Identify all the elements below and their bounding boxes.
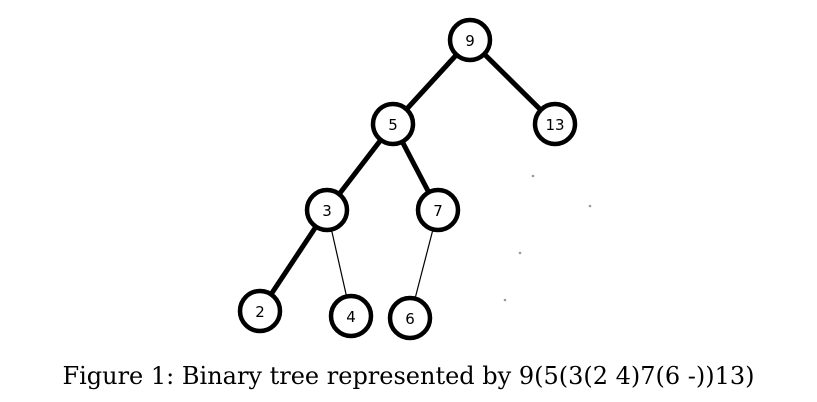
- tree-node: 2: [237, 288, 283, 334]
- tree-nodes: 9 5 13 3 7 2 4 6: [237, 17, 578, 341]
- node-label: 9: [465, 32, 475, 50]
- tree-edges: [257, 37, 558, 319]
- node-circle: [532, 101, 578, 147]
- figure-caption: Figure 1: Binary tree represented by 9(5…: [62, 362, 755, 390]
- tree-node: 13: [532, 101, 578, 147]
- node-circle: [415, 187, 461, 233]
- tree-node: 9: [447, 17, 493, 63]
- node-label: 2: [255, 303, 265, 321]
- node-circle: [304, 187, 350, 233]
- node-circle: [328, 293, 374, 339]
- tree-node: 6: [387, 295, 433, 341]
- tree-node: 3: [304, 187, 350, 233]
- node-label: 7: [433, 202, 443, 220]
- node-label: 6: [405, 310, 415, 328]
- node-label: 3: [322, 202, 332, 220]
- node-circle: [370, 101, 416, 147]
- tree-node: 5: [370, 101, 416, 147]
- binary-tree-diagram: 9 5 13 3 7 2 4 6: [237, 17, 592, 341]
- tree-node: 4: [328, 293, 374, 339]
- node-label: 5: [388, 116, 398, 134]
- scan-artifacts: [503, 174, 592, 302]
- node-circle: [447, 17, 493, 63]
- node-circle: [387, 295, 433, 341]
- tree-node: 7: [415, 187, 461, 233]
- node-label: 4: [346, 308, 356, 326]
- node-circle: [237, 288, 283, 334]
- node-label: 13: [545, 116, 564, 134]
